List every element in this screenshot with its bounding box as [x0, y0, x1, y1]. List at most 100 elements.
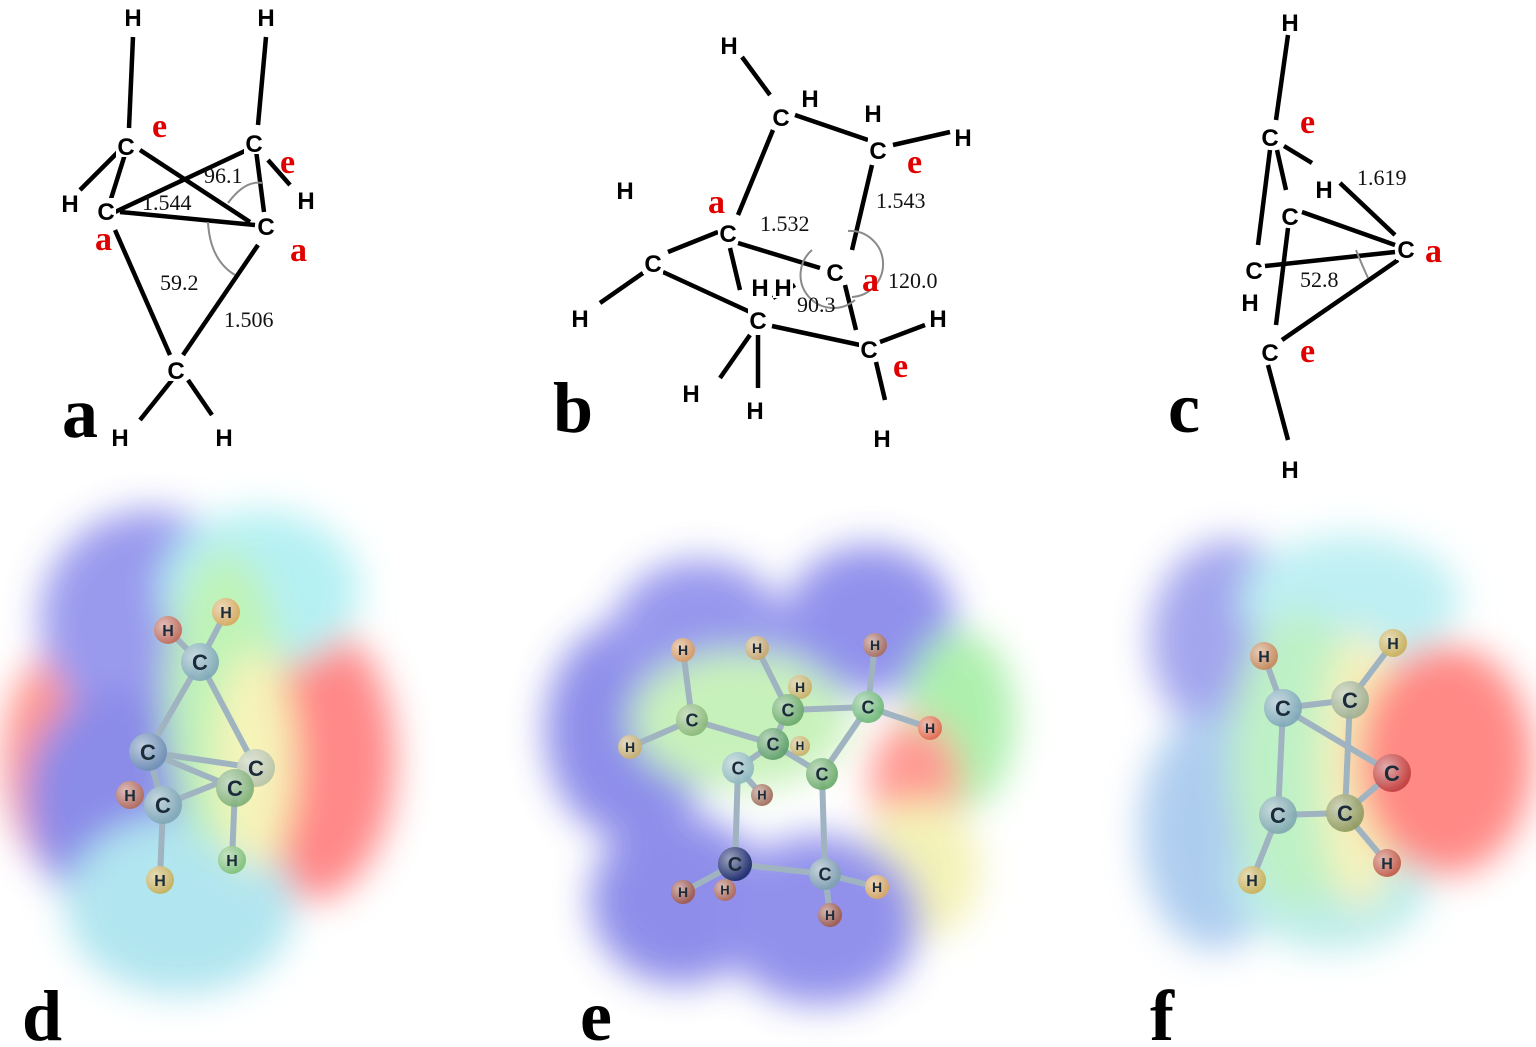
atom-backdrop	[166, 357, 186, 381]
atom-ball-shine	[1259, 796, 1297, 834]
atom-backdrop	[123, 4, 143, 28]
bond-line	[1280, 258, 1400, 342]
atom-backdrop	[748, 307, 768, 331]
atom-ball-label: H	[872, 879, 882, 895]
atom-label-c: C	[1397, 237, 1414, 264]
site-label: a	[290, 232, 307, 269]
atom-backdrop	[1280, 456, 1300, 480]
atom-backdrop	[570, 305, 590, 329]
bond-line	[255, 36, 269, 126]
atom-ball-label: H	[752, 640, 762, 656]
atom-backdrop	[953, 124, 973, 148]
bond-line	[740, 55, 772, 97]
atom-label-c: C	[257, 214, 274, 241]
esp-surface	[1140, 535, 1533, 950]
bond-line	[1282, 144, 1314, 165]
atom-ball-shine	[676, 704, 708, 736]
angle-arc	[207, 221, 236, 276]
atom-ball-shine	[806, 758, 838, 790]
atom-ball-shine	[714, 879, 736, 901]
bond-line	[1255, 149, 1273, 246]
atom-backdrop	[773, 274, 793, 298]
atom-ball-label: C	[1275, 696, 1291, 721]
bond-line	[78, 148, 122, 192]
bond-line	[849, 164, 875, 251]
atom-ball-label: C	[155, 793, 171, 818]
measurement-value: 90.3	[797, 292, 836, 317]
atom-label-h: H	[571, 306, 588, 333]
bond-line	[126, 36, 136, 129]
atom-label-h: H	[774, 275, 791, 302]
bond-line	[718, 333, 752, 380]
site-label: a	[708, 184, 725, 221]
atom-label-c: C	[749, 308, 766, 335]
site-label: e	[893, 348, 908, 385]
atom-backdrop	[256, 4, 276, 28]
bond-line	[1273, 227, 1291, 326]
stick-bond	[1280, 705, 1395, 776]
bond-line	[667, 229, 719, 255]
atom-ball-label: H	[720, 883, 729, 898]
atom-label-c: C	[1261, 340, 1278, 367]
atom-ball-label: C	[862, 698, 875, 718]
atom-backdrop	[800, 85, 820, 109]
atom-label-c: C	[772, 105, 789, 132]
atom-label-h: H	[864, 101, 881, 128]
bond-line	[598, 271, 645, 305]
atom-ball-label: C	[816, 765, 829, 785]
bond-line	[794, 112, 869, 143]
panel-label: a	[62, 373, 98, 453]
site-label: e	[280, 144, 295, 181]
atom-backdrop	[1280, 9, 1300, 33]
atom-ball-shine	[1373, 754, 1411, 792]
atom-backdrop	[719, 32, 739, 56]
atom-label-h: H	[257, 5, 274, 32]
atom-ball-label: C	[192, 650, 208, 675]
atom-backdrop	[110, 424, 130, 448]
surface-lobe	[1357, 645, 1533, 875]
site-label: a	[1425, 233, 1442, 270]
atom-label-h: H	[751, 275, 768, 302]
atom-backdrop	[1314, 176, 1334, 200]
atom-ball-label: H	[825, 907, 835, 923]
site-label: a	[862, 262, 879, 299]
bond-line	[662, 269, 751, 315]
atom-backdrop	[60, 190, 80, 214]
atom-label-h: H	[61, 191, 78, 218]
atom-ball-shine	[129, 733, 167, 771]
panel-label: e	[580, 976, 612, 1047]
panel-label: d	[22, 976, 62, 1047]
atom-ball-shine	[618, 735, 642, 759]
atom-backdrop	[681, 380, 701, 404]
atom-label-c: C	[860, 337, 877, 364]
measurement-value: 52.8	[1300, 267, 1339, 292]
atom-label-c: C	[719, 221, 736, 248]
atom-ball-label: C	[686, 711, 699, 731]
bond-line	[114, 147, 248, 215]
atom-ball-label: H	[226, 853, 238, 870]
atom-ball-shine	[852, 691, 884, 723]
atom-ball-label: H	[925, 720, 935, 736]
atom-label-c: C	[1281, 204, 1298, 231]
atom-ball-shine	[216, 769, 254, 807]
measurement-value: 1.532	[760, 211, 810, 236]
bond-line	[186, 378, 214, 417]
atom-label-h: H	[801, 86, 818, 113]
atom-ball-shine	[212, 598, 240, 626]
measurement-value: 1.544	[142, 190, 192, 215]
atom-label-h: H	[954, 125, 971, 152]
surface-lobe	[785, 545, 955, 695]
atom-label-c: C	[1261, 125, 1278, 152]
atom-label-h: H	[929, 306, 946, 333]
bond-line	[1301, 209, 1396, 248]
bond-line	[737, 240, 821, 271]
atom-ball-label: H	[678, 642, 688, 658]
